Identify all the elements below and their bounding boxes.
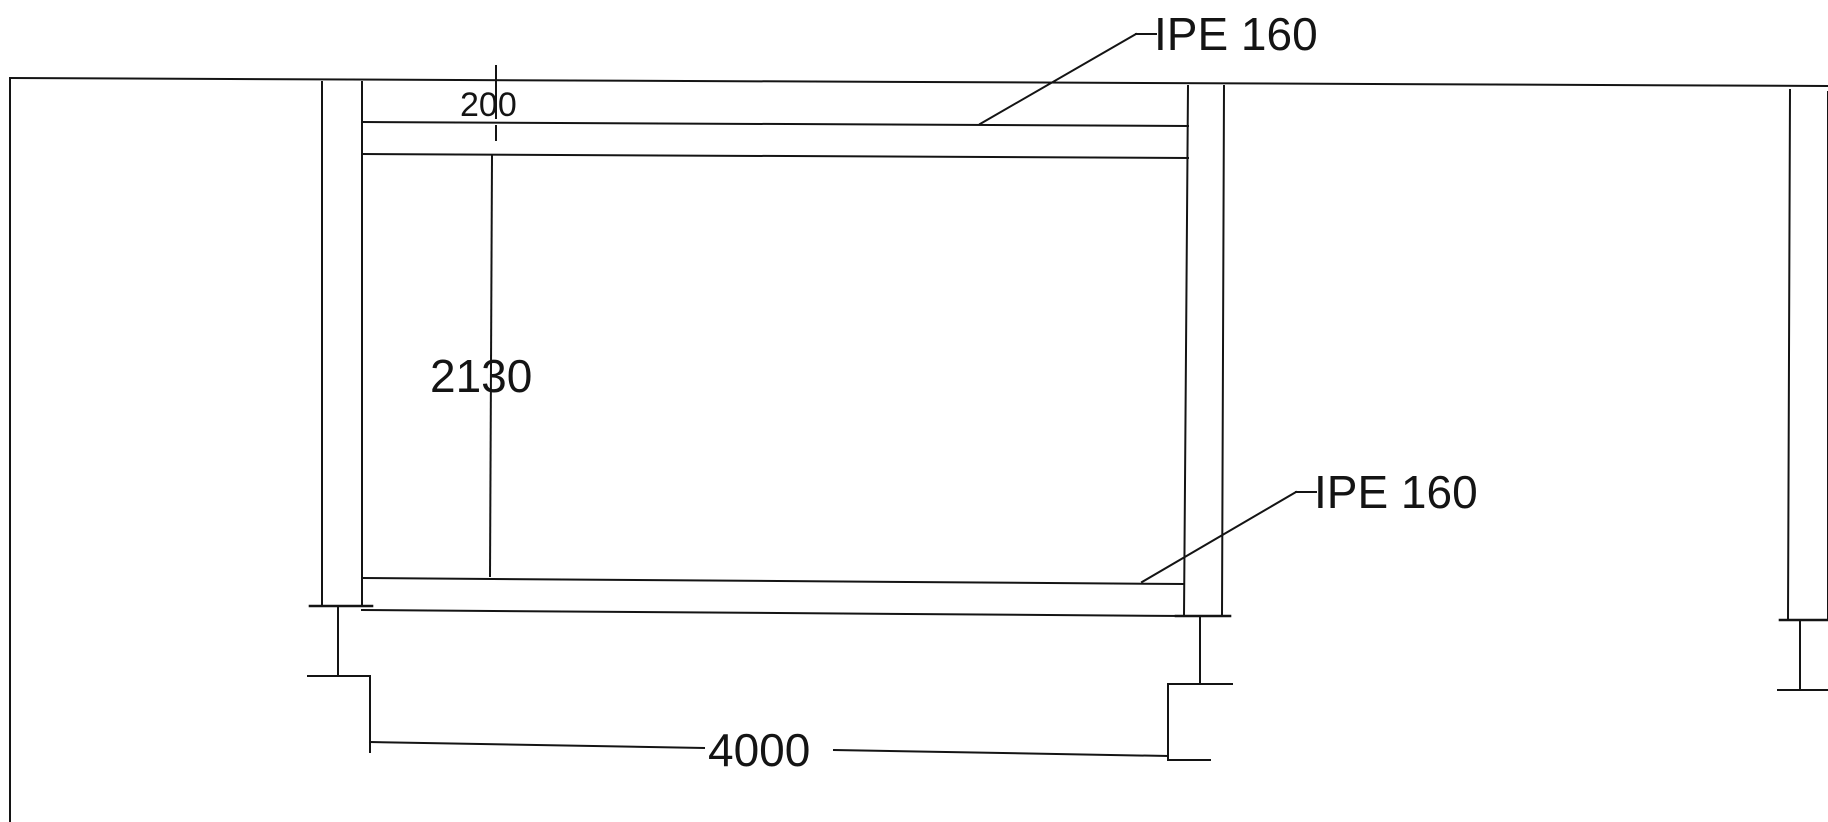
left-column xyxy=(308,81,374,608)
right-foundation xyxy=(1167,615,1233,761)
top-beam xyxy=(360,120,1190,160)
left-foundation xyxy=(307,605,371,753)
clear-height-dimension xyxy=(488,154,494,578)
bottom-beam-label: IPE 160 xyxy=(1314,466,1478,518)
far-right-column xyxy=(1777,88,1828,691)
span-dimension xyxy=(368,740,1170,758)
right-column xyxy=(1174,84,1232,618)
clear-height-label: 2130 xyxy=(430,350,532,402)
drawing-frame xyxy=(8,76,1828,822)
top-beam-label: IPE 160 xyxy=(1154,8,1318,60)
span-label: 4000 xyxy=(708,724,810,776)
bottom-beam-leader xyxy=(1140,490,1317,584)
top-beam-leader xyxy=(978,32,1157,126)
beam-depth-label: 200 xyxy=(460,86,517,124)
bottom-beam xyxy=(360,576,1186,618)
